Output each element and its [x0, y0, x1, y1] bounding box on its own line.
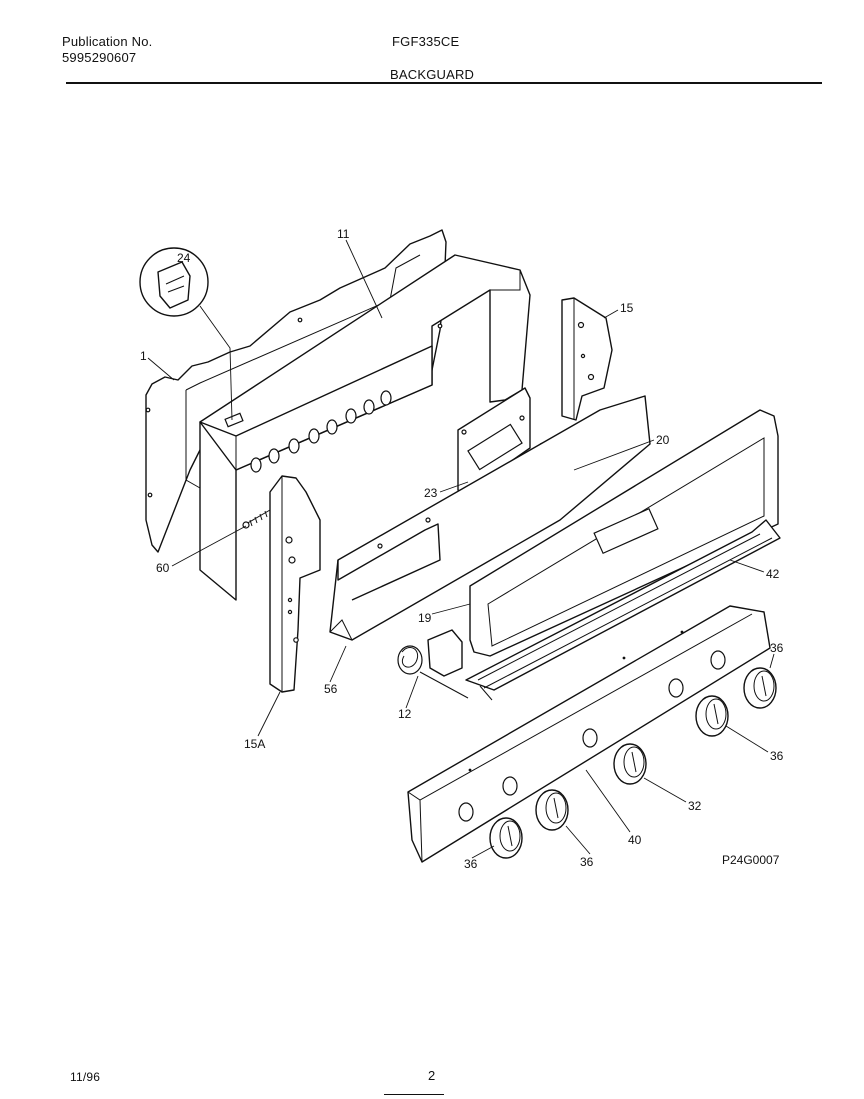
control-panel-part	[469, 409, 779, 657]
callout-60: 60	[156, 561, 170, 575]
section-title: BACKGUARD	[390, 67, 475, 82]
callout-15A: 15A	[244, 737, 265, 751]
knob-36-right-top	[743, 667, 777, 709]
callout-32: 32	[688, 799, 702, 813]
lower-rear-panel-part	[329, 395, 651, 641]
callout-42: 42	[766, 567, 780, 581]
knob-36-lower-left	[489, 817, 523, 859]
publication-number: 5995290607	[62, 50, 137, 65]
trim-strip-part	[465, 519, 781, 701]
callout-11: 11	[337, 227, 350, 241]
leader-lines	[147, 239, 775, 859]
callout-19: 19	[418, 611, 432, 625]
mounting-plate-part	[457, 387, 531, 495]
knob-36-right-middle	[695, 695, 729, 737]
publication-label: Publication No.	[62, 34, 153, 49]
switch-detail-part	[139, 247, 233, 421]
footer-date: 11/96	[70, 1070, 101, 1084]
callout-12: 12	[398, 707, 412, 721]
screw-part	[242, 509, 271, 529]
drawing-code: P24G0007	[722, 853, 780, 867]
header-rule	[66, 82, 822, 84]
callout-56: 56	[324, 682, 338, 696]
thermostat-part	[397, 629, 469, 699]
knob-32	[613, 743, 647, 785]
callout-24: 24	[177, 251, 191, 265]
control-manifold-part	[407, 605, 771, 863]
callout-36-lower-left: 36	[464, 857, 478, 871]
callout-36-lower-center: 36	[580, 855, 594, 869]
callout-36-top-right: 36	[770, 641, 784, 655]
callout-20: 20	[656, 433, 670, 447]
callout-1: 1	[140, 349, 147, 363]
callout-labels: 1 11 24 15 20 23 60 42 19 56 12 15A 36 3…	[140, 227, 784, 871]
callout-23: 23	[424, 486, 438, 500]
footer-page-number: 2	[428, 1068, 436, 1083]
callout-15: 15	[620, 301, 634, 315]
left-side-bracket-part	[269, 475, 321, 693]
model-number: FGF335CE	[392, 34, 460, 49]
footer-rule	[384, 1094, 444, 1095]
callout-40: 40	[628, 833, 642, 847]
knob-36-lower-center	[535, 789, 569, 831]
callout-36-right: 36	[770, 749, 784, 763]
backguard-frame-part	[199, 254, 531, 601]
right-side-bracket-part	[561, 297, 613, 421]
knob-group	[489, 667, 777, 859]
